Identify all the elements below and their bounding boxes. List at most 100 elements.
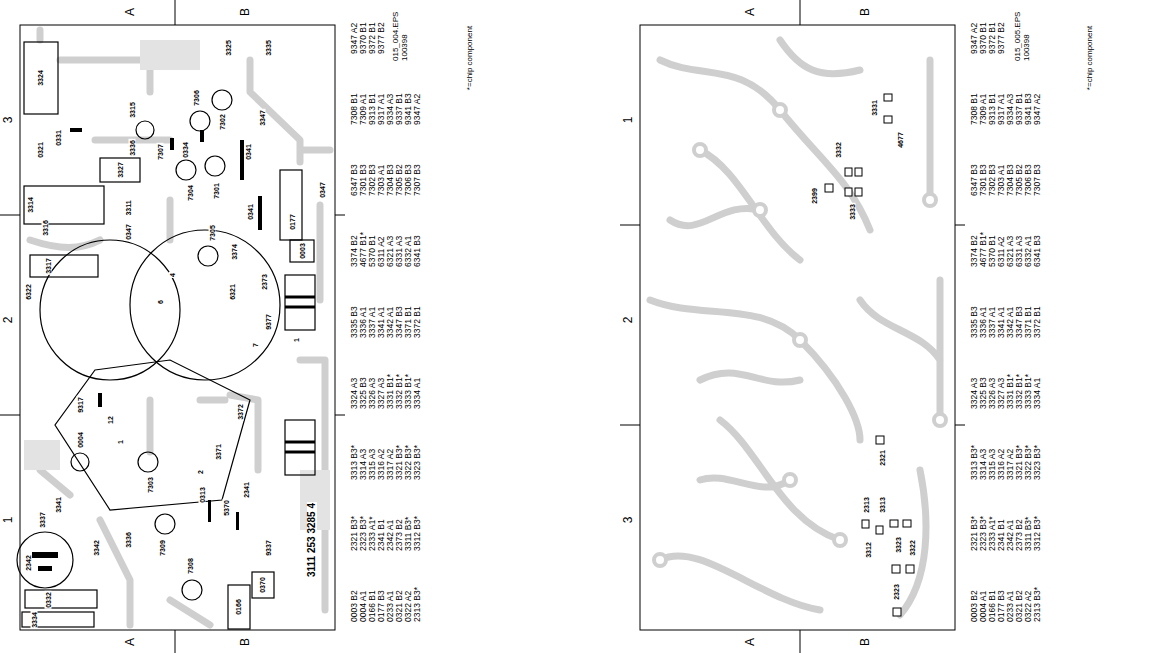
parts-table-entry: 3311 B3* [1024,517,1033,551]
parts-table-entry: 3325 B3 [359,377,368,409]
parts-table-entry: 3337 A1 [988,307,997,338]
parts-table-entry: 0177 B3 [377,590,386,622]
parts-table-entry: 3324 A3 [350,378,359,409]
grid-reference: B [859,8,871,16]
parts-table-entry: 3331 B1* [1006,374,1015,409]
board-outline [20,25,335,630]
parts-table-entry: 2373 B2 [395,519,404,551]
parts-table-entry: 3321 B3* [395,445,404,480]
component-ref: 3312 [865,541,872,559]
parts-table-entry: 3326 A3 [368,378,377,409]
parts-table-entry: 3371 B1 [1024,306,1033,338]
parts-table-entry: 9337 B1 [1015,93,1024,125]
component-ref: 3317 [45,257,52,275]
parts-table-entry: 2342 A1 [1006,520,1015,551]
component-ref: 3324 [37,69,44,87]
parts-table-entry: 3316 A2 [377,449,386,480]
parts-table-entry: 3322 B3* [1024,445,1033,480]
parts-table-entry: 2373 B2 [1015,519,1024,551]
pin-number: 7 [252,342,259,348]
parts-table-entry: 3312 B3* [413,516,422,551]
legend-note: *=chip component [466,26,474,90]
component-ref: 0003 [299,242,306,260]
component-ref: 3325 [225,39,232,57]
component-ref: 3333 [849,203,856,221]
parts-table-entry: 6341 B3 [1033,235,1042,267]
copper-areas [24,40,330,530]
parts-table-entry: 7308 B1 [970,93,979,125]
parts-table-entry: 5370 B1 [988,235,997,267]
parts-table-entry: 3371 B1 [404,306,413,338]
parts-table-entry: 6347 B3 [350,164,359,196]
component-ref: 0334 [182,141,189,159]
parts-table-entry: 6311 A2 [997,236,1006,267]
parts-table-entry: 9317 A1 [377,94,386,125]
parts-table-entry: 6321 A3 [1006,236,1015,267]
parts-table-entry: 3314 A3 [359,449,368,480]
component-outlines [17,42,315,629]
parts-table-entry: 6331 A3 [395,236,404,267]
component-ref: 6321 [229,283,236,301]
parts-table-entry: 7303 A1 [997,165,1006,196]
parts-table-entry: 9370 B1 [979,22,988,54]
component-ref: 2341 [243,481,250,499]
grid-reference: A [124,638,136,646]
component-ref: 7304 [187,184,194,202]
parts-table-entry: 3372 B1 [1033,306,1042,338]
component-ref: 3311 [125,199,132,216]
component-ref: 0166 [235,598,242,616]
component-ref: 3323 [895,536,902,554]
parts-table-entry: 9313 B1 [988,93,997,125]
parts-table-entry: 9334 A3 [1006,94,1015,125]
parts-table-entry: 6347 B3 [970,164,979,196]
parts-table-entry: 3342 A1 [1006,307,1015,338]
parts-table-entry: 2333 A1* [988,516,997,551]
component-ref: 3331 [871,99,878,117]
component-ref: 7309 [159,539,166,557]
parts-table-entry: 2323 B3* [979,516,988,551]
component-ref: 2342 [25,554,32,572]
parts-table-entry: 3374 B2 [970,235,979,267]
parts-table-entry: 3334 A1 [1033,378,1042,409]
parts-table-entry: 4677 B1* [979,232,988,267]
component-ref: 0347 [319,181,326,199]
parts-table-entry: 3311 B3* [404,517,413,551]
component-ref: 3332 [835,141,842,159]
parts-table-entry: 6331 A3 [1015,236,1024,267]
component-ref: 2323 [893,583,900,601]
parts-table-entry: 3324 A3 [970,378,979,409]
parts-table-entry: 9372 B1 [988,22,997,54]
parts-table-entry: 7301 B3 [979,164,988,196]
parts-table-entry: 9370 B1 [359,22,368,54]
parts-table-entry: 2321 B3* [350,516,359,551]
pin-number: 2 [197,469,204,475]
parts-table-entry: 3331 B1* [386,374,395,409]
parts-table-entry: 7303 A1 [377,165,386,196]
parts-table-entry: 0177 B3 [997,590,1006,622]
parts-table-entry: 2342 A1 [386,520,395,551]
parts-table-entry: 7301 B3 [359,164,368,196]
component-ref: 3342 [93,539,100,557]
parts-table-entry: 0003 B2 [970,590,979,622]
parts-table-entry: 3333 B1* [1024,374,1033,409]
parts-table-entry: 6321 A3 [386,236,395,267]
component-ref: 9317 [77,396,84,414]
pin-number: 4 [169,272,176,278]
parts-table-entry: 7309 A1 [979,94,988,125]
component-ref: 7305 [209,224,216,242]
parts-table-entry: 0004 A1 [979,591,988,622]
chip-pads [825,94,914,616]
pin-number: 12 [107,415,114,425]
component-ref: 0341 [245,143,252,161]
component-ref: 3334 [31,611,38,629]
parts-table-entry: 3341 A1 [997,307,1006,338]
parts-table-entry: 3314 A3 [979,449,988,480]
parts-table-entry: 3333 B1* [404,374,413,409]
parts-table-entry: 7304 B3 [1006,164,1015,196]
component-ref: 3336 [125,531,132,549]
drawing-code: 015_005.EPS 100398 [1013,7,1031,61]
parts-table-entry: 0004 A1 [359,591,368,622]
component-ref: 0331 [55,129,62,147]
component-ref: 3327 [117,161,124,179]
parts-table-entry: 9341 B3 [404,93,413,125]
